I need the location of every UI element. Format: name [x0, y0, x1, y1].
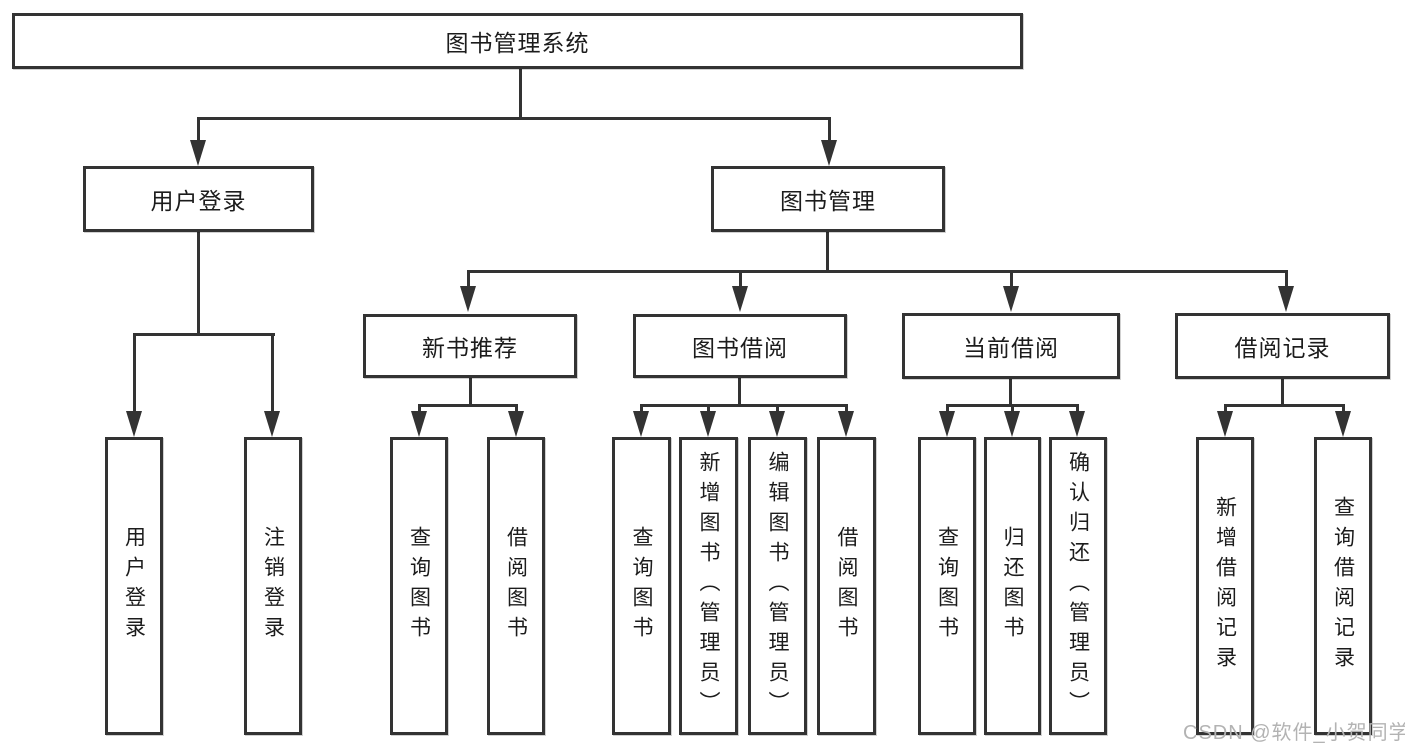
- connector-shaft-leaf-login: [133, 333, 136, 413]
- arrowhead-leaf-login: [126, 411, 142, 437]
- arrowhead-bb-query: [633, 411, 649, 437]
- connector-book-mgmt-trunk: [826, 230, 829, 273]
- csdn-watermark: CSDN @软件_小贺同学: [1183, 722, 1405, 744]
- arrowhead-nb-query: [411, 411, 427, 437]
- arrowhead-cb-return: [1004, 411, 1020, 437]
- connector-new-book-trunk: [469, 376, 472, 407]
- arrowhead-new-book: [460, 286, 476, 312]
- connector-root-branch: [197, 117, 831, 120]
- arrowhead-cb-confirm: [1069, 411, 1085, 437]
- connector-shaft-new-book: [467, 270, 470, 288]
- leaf-edit-book-admin: 编辑图书（管理员）: [748, 437, 807, 735]
- arrowhead-br-query: [1335, 411, 1351, 437]
- connector-shaft-borrow-record: [1285, 270, 1288, 288]
- leaf-query-books-current: 查询图书: [918, 437, 976, 735]
- arrowhead-bb-edit: [769, 411, 785, 437]
- connector-borrow-record-trunk: [1281, 377, 1284, 407]
- node-book-management: 图书管理: [711, 166, 945, 232]
- node-current-borrowing: 当前借阅: [902, 313, 1120, 379]
- connector-shaft-book-mgmt: [828, 117, 831, 143]
- arrowhead-leaf-logout: [264, 411, 280, 437]
- node-book-borrowing: 图书借阅: [633, 314, 847, 378]
- connector-new-book-branch: [418, 404, 518, 407]
- arrowhead-book-borrow: [732, 286, 748, 312]
- connector-user-login-branch: [133, 333, 275, 336]
- connector-book-borrow-branch: [640, 404, 847, 407]
- connector-shaft-bb-add: [707, 404, 710, 413]
- node-library-system: 图书管理系统: [12, 13, 1023, 69]
- leaf-query-borrow-record: 查询借阅记录: [1314, 437, 1372, 735]
- leaf-user-login: 用户登录: [105, 437, 163, 735]
- connector-shaft-br-add: [1224, 404, 1227, 413]
- connector-shaft-user-login: [197, 117, 200, 143]
- leaf-return-book: 归还图书: [984, 437, 1041, 735]
- connector-shaft-nb-borrow: [515, 404, 518, 413]
- leaf-query-books-recommend: 查询图书: [390, 437, 448, 735]
- arrowhead-nb-borrow: [508, 411, 524, 437]
- connector-shaft-bb-query: [640, 404, 643, 413]
- leaf-add-book-admin: 新增图书（管理员）: [679, 437, 738, 735]
- connector-book-borrow-trunk: [738, 376, 741, 407]
- arrowhead-cb-query: [939, 411, 955, 437]
- node-borrowing-records: 借阅记录: [1175, 313, 1390, 379]
- connector-shaft-current-borrow: [1010, 270, 1013, 288]
- arrowhead-bb-add: [700, 411, 716, 437]
- arrowhead-book-mgmt: [821, 140, 837, 166]
- arrowhead-current-borrow: [1003, 286, 1019, 312]
- arrowhead-borrow-record: [1278, 286, 1294, 312]
- connector-shaft-bb-borrow: [845, 404, 848, 413]
- leaf-confirm-return-admin: 确认归还（管理员）: [1049, 437, 1107, 735]
- connector-shaft-cb-query: [946, 404, 949, 413]
- connector-current-borrow-trunk: [1009, 377, 1012, 407]
- node-user-login: 用户登录: [83, 166, 314, 232]
- connector-shaft-br-query: [1342, 404, 1345, 413]
- leaf-borrow-books: 借阅图书: [817, 437, 876, 735]
- connector-book-mgmt-branch: [467, 270, 1288, 273]
- connector-user-login-trunk: [197, 230, 200, 336]
- arrowhead-bb-borrow: [838, 411, 854, 437]
- arrowhead-user-login: [190, 140, 206, 166]
- leaf-borrow-books-recommend: 借阅图书: [487, 437, 545, 735]
- connector-shaft-cb-confirm: [1076, 404, 1079, 413]
- leaf-logout: 注销登录: [244, 437, 302, 735]
- connector-shaft-leaf-logout: [271, 333, 274, 413]
- connector-root-trunk: [519, 68, 522, 119]
- connector-shaft-bb-edit: [776, 404, 779, 413]
- leaf-add-borrow-record: 新增借阅记录: [1196, 437, 1254, 735]
- leaf-query-books-borrowing: 查询图书: [612, 437, 671, 735]
- connector-shaft-cb-return: [1011, 404, 1014, 413]
- arrowhead-br-add: [1217, 411, 1233, 437]
- connector-shaft-nb-query: [418, 404, 421, 413]
- connector-shaft-book-borrow: [739, 270, 742, 288]
- connector-borrow-record-branch: [1224, 404, 1344, 407]
- node-new-book-recommend: 新书推荐: [363, 314, 577, 378]
